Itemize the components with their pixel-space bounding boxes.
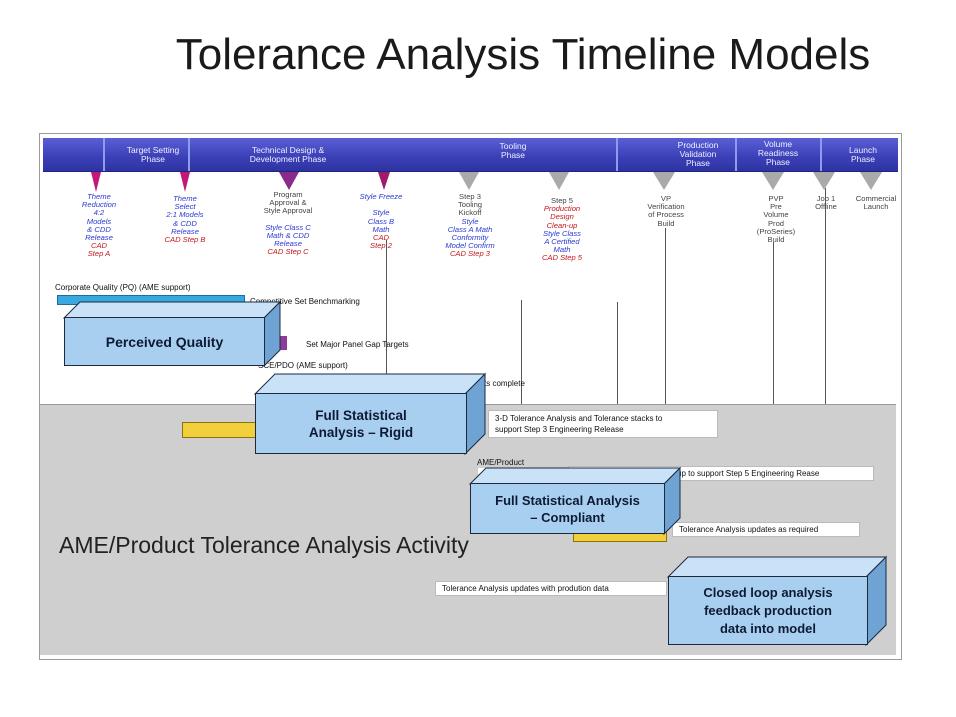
- box-perceived-quality: Perceived Quality: [62, 300, 282, 368]
- box-label: Perceived Quality: [64, 317, 265, 366]
- milestone-text: Style Freeze: [359, 192, 403, 201]
- milestone-text: CAD Step 2: [370, 233, 392, 251]
- milestone-text: Step 5: [551, 196, 573, 205]
- note-updates-production: Tolerance Analysis updates with produtio…: [435, 581, 667, 596]
- milestone-marker: [762, 172, 784, 190]
- phase-volume-readiness: Volume Readiness Phase: [757, 139, 799, 167]
- box-statistical-compliant: Full Statistical Analysis – Compliant: [468, 466, 682, 536]
- milestone-text: Production Design Clean-up: [543, 204, 581, 230]
- phase-banner: Target Setting Phase Technical Design & …: [43, 138, 898, 172]
- milestone-marker: [279, 172, 299, 190]
- milestone-marker: [91, 172, 101, 192]
- milestone-text: CAD Step B: [164, 235, 206, 245]
- milestone-text: PVP Pre Volume Prod (ProSeries) Build: [756, 194, 796, 245]
- milestone-label: Program Approval & Style Approval Style …: [250, 190, 326, 257]
- phase-launch: Launch Phase: [849, 145, 877, 164]
- milestone-line: [665, 228, 666, 558]
- activity-panel-gap: Set Major Panel Gap Targets: [306, 340, 409, 349]
- milestone-text: CAD Step 5: [541, 253, 583, 263]
- note-updates-required: Tolerance Analysis updates as required: [672, 522, 860, 537]
- milestone-marker: [813, 172, 835, 190]
- phase-divider: [103, 138, 105, 171]
- milestone-label: VP Verification of Process Build: [636, 194, 696, 228]
- box-closed-loop: Closed loop analysis feedback production…: [666, 555, 888, 647]
- phase-divider: [616, 138, 618, 171]
- milestone-text: Commercial Launch: [855, 194, 897, 212]
- milestone-marker: [860, 172, 882, 190]
- milestone-text: Style Class A Math Conformity Model Conf…: [445, 216, 495, 251]
- activity-competitive-set: Competitive Set Benchmarking: [250, 297, 360, 306]
- milestone-text: Style Class C Math & CDD Release: [265, 222, 311, 249]
- milestone-marker: [653, 172, 675, 190]
- milestone-line: [825, 188, 826, 558]
- milestone-marker: [180, 172, 190, 192]
- milestone-text: Style Class B Math: [367, 208, 395, 234]
- box-label: Closed loop analysis feedback production…: [668, 576, 868, 645]
- activity-ame-product: AME/Product: [477, 458, 525, 467]
- ame-region-label: AME/Product Tolerance Analysis Activity: [59, 532, 469, 558]
- phase-divider: [820, 138, 822, 171]
- page-title: Tolerance Analysis Timeline Models: [175, 30, 871, 79]
- milestone-marker: [459, 172, 479, 190]
- activity-corporate-quality: Corporate Quality (PQ) (AME support): [55, 283, 191, 292]
- milestone-text: CAD Step 3: [449, 249, 491, 259]
- milestone-line: [773, 242, 774, 562]
- milestone-line: [386, 240, 387, 410]
- milestone-label: Commercial Launch: [848, 194, 904, 212]
- milestone-label: Theme Reduction 4:2 Models & CDD Release…: [76, 192, 122, 259]
- phase-tooling: Tooling Phase: [499, 141, 527, 160]
- activity-bar-panel-gap: [276, 336, 287, 350]
- box-label: Full Statistical Analysis – Rigid: [255, 393, 467, 454]
- milestone-line: [521, 300, 522, 500]
- phase-divider: [188, 138, 190, 171]
- milestone-marker: [378, 172, 390, 190]
- box-label: Full Statistical Analysis – Compliant: [470, 483, 665, 534]
- box-statistical-rigid: Full Statistical Analysis – Rigid: [253, 372, 487, 456]
- milestone-text: CAD Step C: [267, 247, 309, 257]
- milestone-line: [617, 302, 618, 502]
- phase-technical-design: Technical Design & Development Phase: [249, 145, 327, 164]
- note-3d-tolerance: 3-D Tolerance Analysis and Tolerance sta…: [488, 410, 718, 438]
- milestone-text: Step 3 Tooling Kickoff: [457, 192, 483, 218]
- milestone-marker: [549, 172, 569, 190]
- milestone-text: Style Class A Certified Math: [543, 228, 581, 255]
- activity-sce-pdo: SCE/PDO (AME support): [258, 361, 348, 370]
- milestone-label: PVP Pre Volume Prod (ProSeries) Build: [752, 194, 800, 245]
- phase-production-validation: Production Validation Phase: [677, 140, 719, 168]
- activity-bar-rigid: [182, 422, 264, 438]
- milestone-text: VP Verification of Process Build: [647, 194, 685, 228]
- milestone-text: CAD Step A: [87, 241, 111, 259]
- activity-targets-complete: ts complete: [484, 379, 525, 388]
- phase-target-setting: Target Setting Phase: [126, 145, 180, 164]
- milestone-label: Job 1 Offline: [806, 194, 846, 212]
- phase-divider: [735, 138, 737, 171]
- milestone-text: Theme Reduction 4:2 Models & CDD Release: [81, 192, 117, 243]
- milestone-text: Theme Select 2:1 Models & CDD Release: [166, 194, 204, 236]
- milestone-text: Program Approval & Style Approval: [263, 190, 313, 216]
- milestone-text: Job 1 Offline: [815, 194, 837, 212]
